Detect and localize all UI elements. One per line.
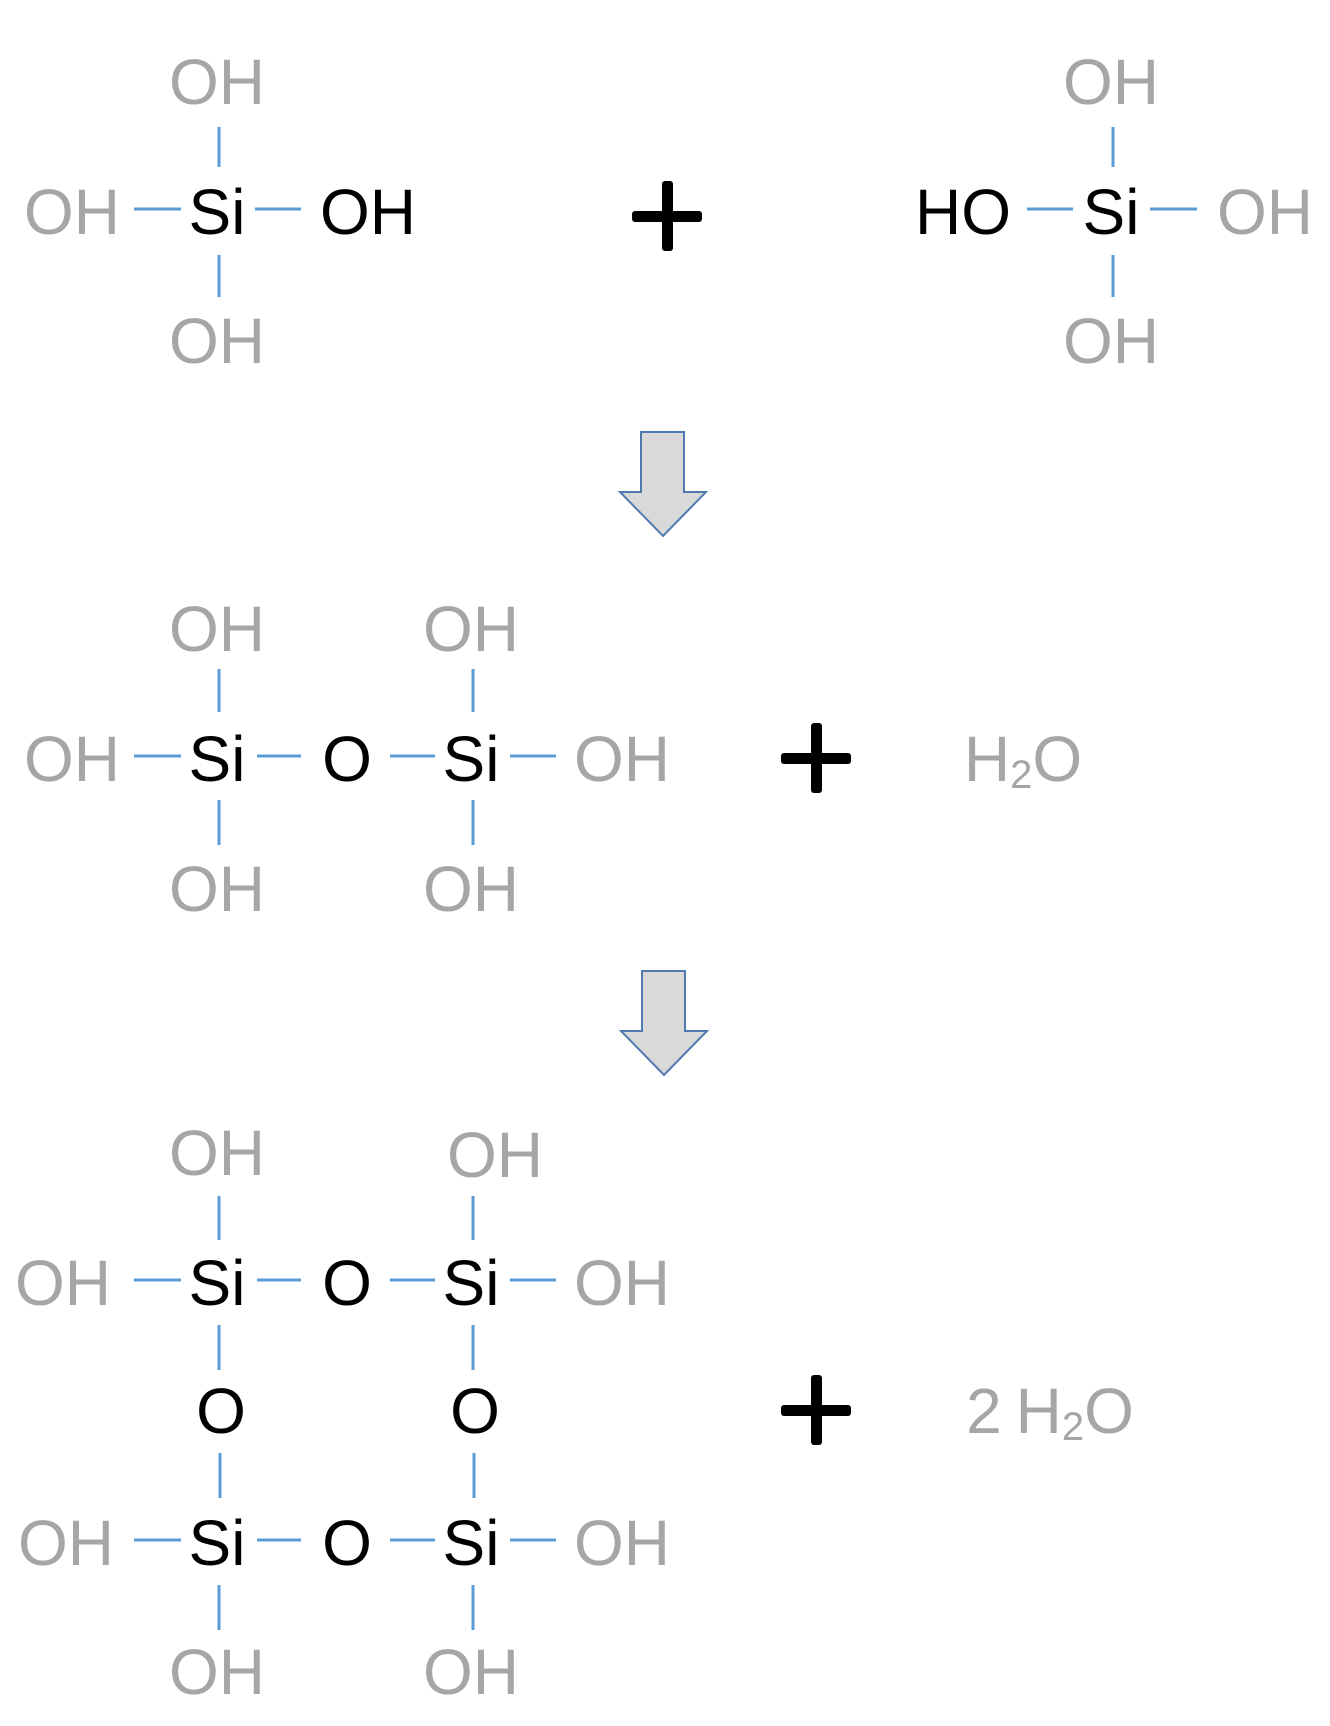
plus-icon [781, 1375, 851, 1445]
plus-icon [632, 181, 702, 251]
down-arrow-icon [617, 431, 709, 538]
atom-o: O [322, 1507, 372, 1579]
water-byproduct: H2O [964, 723, 1082, 797]
atom-oh: OH [24, 723, 120, 795]
atom-oh: OH [169, 1117, 265, 1189]
molecule-a: OH OH Si OH OH [24, 46, 416, 377]
atom-oh: OH [169, 853, 265, 925]
atom-oh: OH [423, 593, 519, 665]
atom-o: O [450, 1375, 500, 1447]
plus-icon [781, 723, 851, 793]
atom-oh: OH [169, 1636, 265, 1708]
atom-si: Si [1083, 176, 1140, 248]
atom-si: Si [189, 1507, 246, 1579]
atom-oh: OH [574, 723, 670, 795]
atom-si: Si [189, 1247, 246, 1319]
atom-si: Si [443, 1247, 500, 1319]
molecule-b: OH HO Si OH OH [915, 46, 1313, 377]
atom-oh: OH [169, 593, 265, 665]
down-arrow-icon [618, 970, 710, 1077]
atom-oh: OH [574, 1247, 670, 1319]
atom-si: Si [443, 723, 500, 795]
atom-oh: OH [423, 853, 519, 925]
atom-o: O [322, 1247, 372, 1319]
atom-oh: OH [1217, 176, 1313, 248]
atom-si: Si [189, 723, 246, 795]
atom-oh: OH [320, 176, 416, 248]
atom-oh: OH [1063, 305, 1159, 377]
atom-o: O [322, 723, 372, 795]
atom-oh: OH [574, 1507, 670, 1579]
cyclic-tetramer: OH OH OH Si O Si OH O O OH Si O Si OH OH… [15, 1117, 670, 1708]
atom-oh: OH [169, 46, 265, 118]
atom-oh: OH [169, 305, 265, 377]
atom-oh: OH [15, 1247, 111, 1319]
atom-oh: OH [1063, 46, 1159, 118]
atom-oh: OH [18, 1507, 114, 1579]
atom-oh: OH [24, 176, 120, 248]
atom-oh: OH [423, 1636, 519, 1708]
atom-si: Si [443, 1507, 500, 1579]
atom-oh: OH [447, 1119, 543, 1191]
dimer: OH OH OH Si O Si OH OH OH [24, 593, 670, 925]
atom-si: Si [189, 176, 246, 248]
atom-o: O [196, 1375, 246, 1447]
atom-ho: HO [915, 176, 1011, 248]
